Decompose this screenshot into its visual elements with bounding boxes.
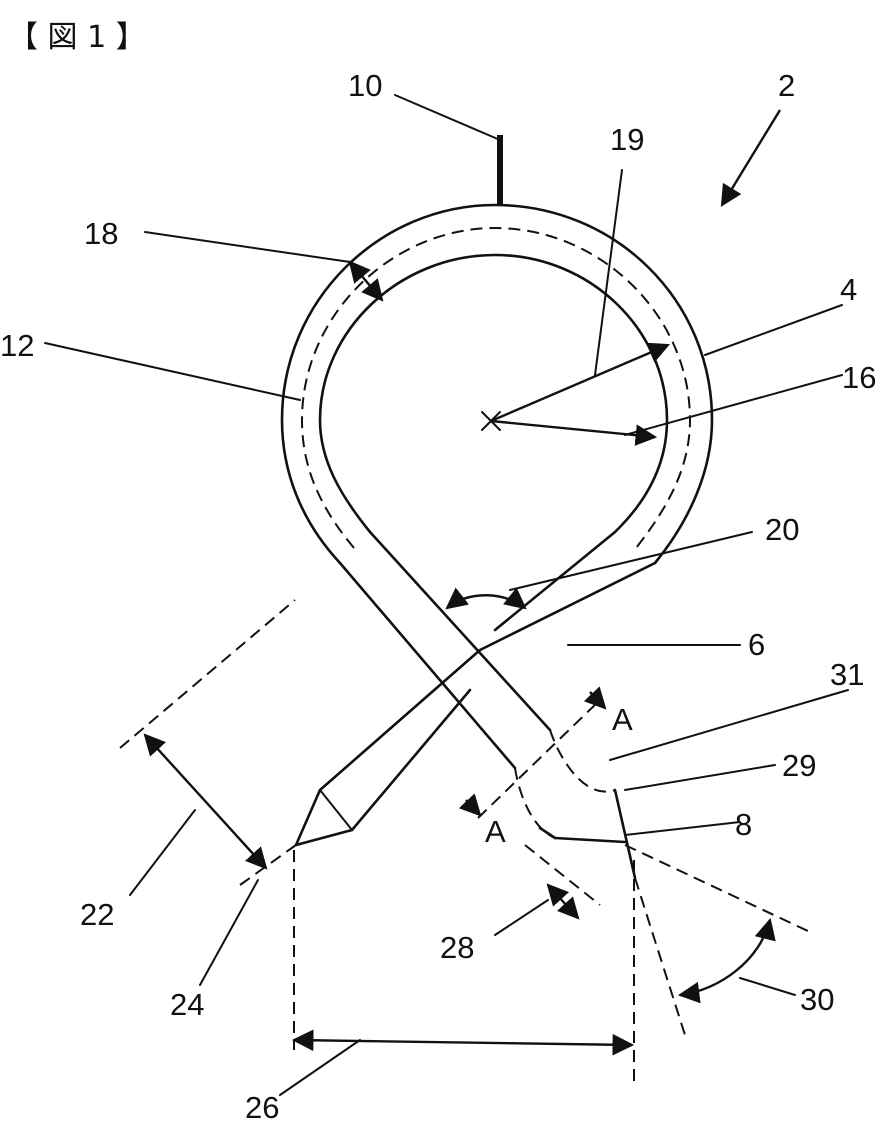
label-26: 26 — [245, 1090, 279, 1122]
label-24: 24 — [170, 987, 204, 1022]
right-leg-side — [555, 838, 625, 842]
label-6: 6 — [748, 627, 765, 662]
label-section-a-upper: A — [612, 702, 633, 737]
loop-centerline-dashed — [302, 228, 690, 548]
label-19: 19 — [610, 122, 644, 157]
loop-ring — [282, 205, 712, 563]
label-29: 29 — [782, 748, 816, 783]
radius-19-arrow — [491, 345, 668, 421]
label-4: 4 — [840, 272, 857, 307]
dimension-22-arrow — [145, 735, 266, 868]
width-18-arrow — [350, 262, 382, 300]
left-leg-tip-edge — [320, 790, 352, 830]
dimension-26-arrow — [294, 1040, 632, 1045]
label-28: 28 — [440, 930, 474, 965]
extension-dash-30a — [625, 845, 810, 932]
radius-16-arrow — [491, 421, 655, 437]
left-leg-inner — [495, 532, 615, 630]
label-22: 22 — [80, 897, 114, 932]
loop-inner-edge — [320, 255, 667, 532]
left-leg-tip — [296, 790, 352, 845]
extension-dash-28 — [525, 845, 600, 905]
label-16: 16 — [842, 360, 876, 395]
label-31: 31 — [830, 657, 864, 692]
loop-outer-edge — [282, 205, 712, 563]
extension-dash-30b — [635, 878, 685, 1035]
label-18: 18 — [84, 216, 118, 251]
section-arrow-lower — [466, 800, 480, 815]
label-10: 10 — [348, 68, 382, 103]
extension-dash-22 — [120, 600, 295, 748]
label-8: 8 — [735, 807, 752, 842]
label-30: 30 — [800, 982, 834, 1017]
label-section-a-lower: A — [485, 814, 506, 849]
label-20: 20 — [765, 512, 799, 547]
angle-20-arc — [447, 595, 525, 608]
dimension-28-arrow — [548, 885, 578, 918]
assembly-arrow-2 — [722, 110, 780, 205]
label-2: 2 — [778, 68, 795, 103]
right-leg-dashed-end — [515, 730, 615, 838]
section-arrow-upper — [590, 692, 605, 708]
label-12: 12 — [0, 328, 34, 363]
extension-dash-24 — [240, 845, 296, 885]
